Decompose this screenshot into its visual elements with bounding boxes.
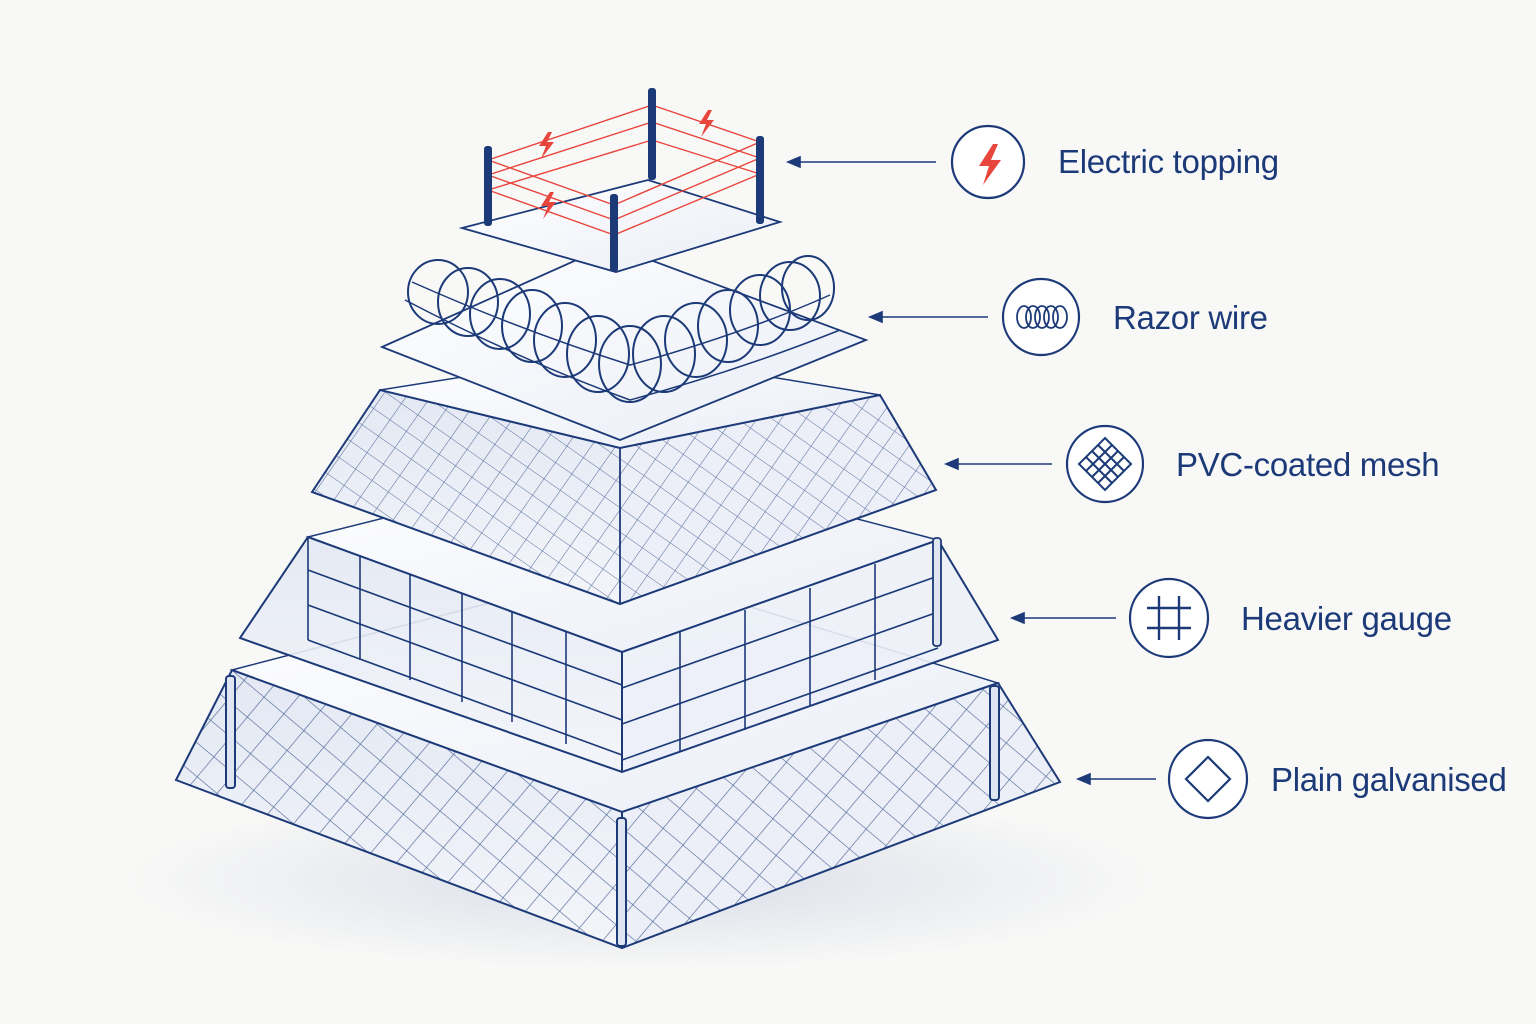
diamond-mesh-icon bbox=[1077, 436, 1133, 492]
coil-icon bbox=[1016, 305, 1068, 329]
post bbox=[225, 675, 236, 789]
post bbox=[616, 817, 627, 947]
label-electric-topping: Electric topping bbox=[1058, 143, 1279, 180]
badge-electric-topping bbox=[950, 124, 1026, 200]
post bbox=[484, 146, 492, 226]
post bbox=[756, 136, 764, 224]
label-plain-galvanised: Plain galvanised bbox=[1271, 761, 1507, 798]
post bbox=[648, 88, 656, 180]
badge-pvc-coated-mesh bbox=[1065, 424, 1145, 504]
razor-coils bbox=[407, 255, 835, 403]
electric-wires bbox=[487, 104, 761, 236]
lightning-icon bbox=[541, 192, 556, 219]
post bbox=[932, 537, 942, 647]
lightning-icon bbox=[539, 132, 554, 159]
grid-icon bbox=[1147, 596, 1191, 640]
label-pvc-coated-mesh: PVC-coated mesh bbox=[1176, 446, 1439, 483]
badge-heavier-gauge bbox=[1128, 577, 1210, 659]
label-heavier-gauge: Heavier gauge bbox=[1241, 600, 1452, 637]
post bbox=[989, 685, 1000, 801]
badge-plain-galvanised bbox=[1167, 738, 1249, 820]
layer-razor-wire bbox=[379, 244, 869, 441]
lightning-icon bbox=[979, 144, 1001, 185]
lightning-icon bbox=[699, 110, 714, 137]
label-razor-wire: Razor wire bbox=[1113, 299, 1268, 336]
layer-electric-topping bbox=[458, 88, 784, 273]
post bbox=[610, 194, 618, 272]
diamond-icon bbox=[1184, 755, 1232, 803]
leader-arrows bbox=[785, 155, 1156, 786]
badge-razor-wire bbox=[1001, 277, 1081, 357]
